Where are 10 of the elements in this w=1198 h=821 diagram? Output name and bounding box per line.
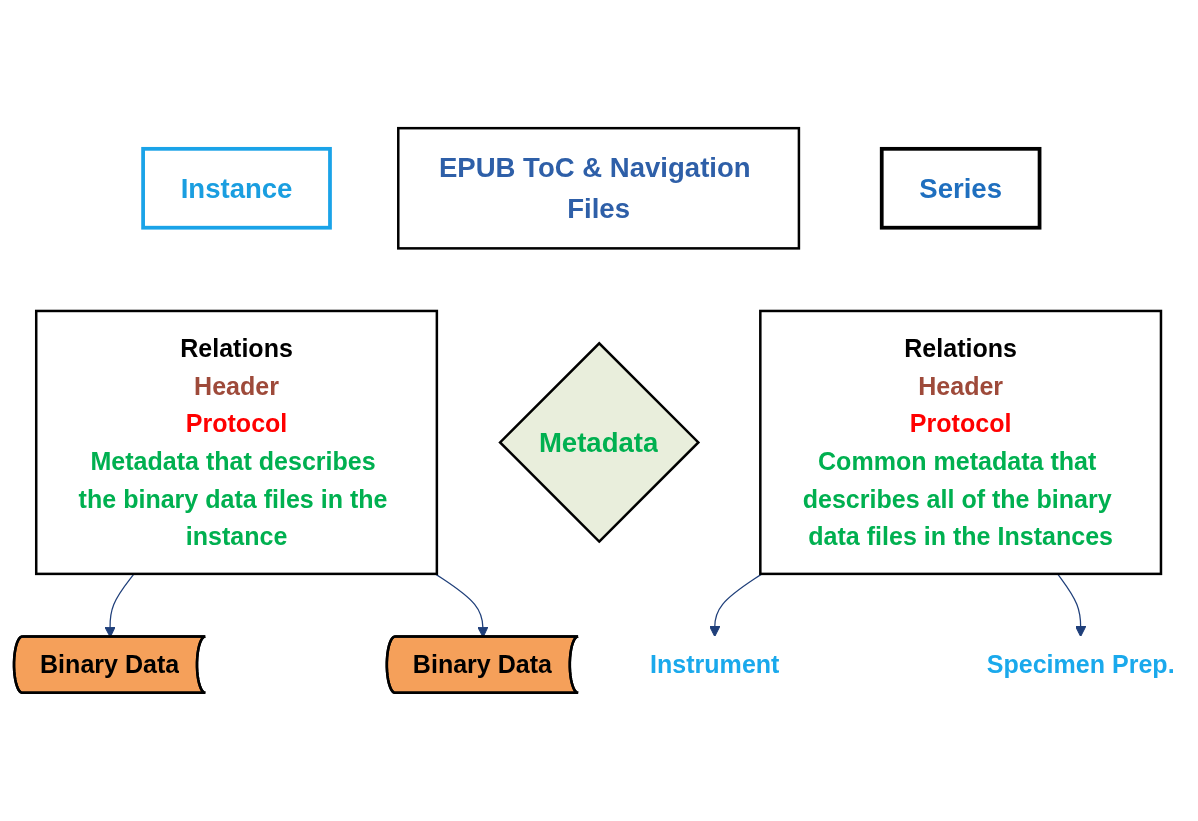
node-text: Specimen Prep. [986,650,1175,679]
node-box: Instance [141,146,332,230]
arrow [1056,573,1087,637]
node-box: EPUB ToC & Navigation Files [397,126,801,250]
node-text: Instrument [650,650,780,679]
node-box: Relations Header Protocol Metadata that describes the binary data files in the instance [35,309,439,576]
node-diamond: Metadata [498,341,701,544]
node-box: Series [879,146,1042,230]
arrow [709,573,763,637]
node-box: Relations Header Protocol Common metadata that describes all of the binary data files in the Instances [759,309,1163,576]
